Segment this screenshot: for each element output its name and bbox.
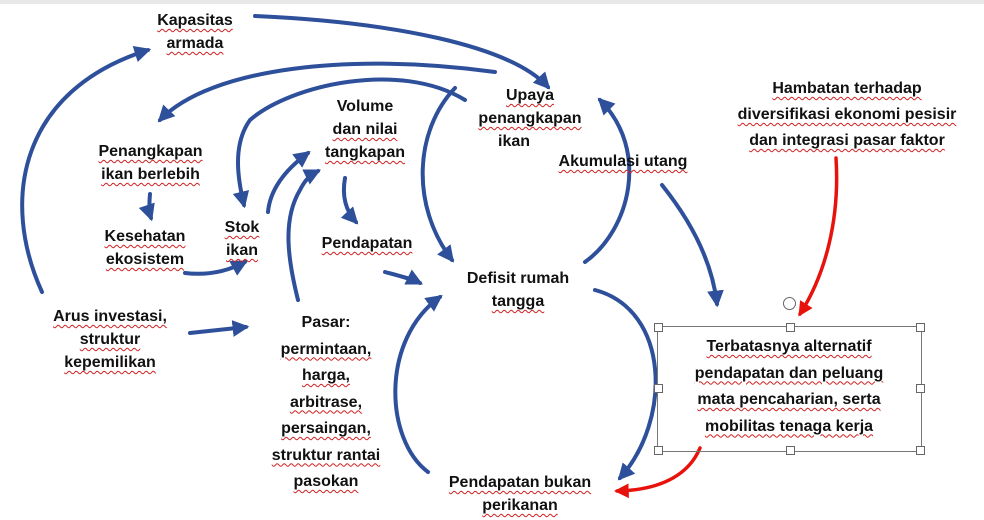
resize-handle-w[interactable] — [654, 384, 663, 393]
node-upaya-penangkapan-ikan: Upaya penangkapan ikan — [478, 87, 582, 150]
arrow-pendapatan-bukan-to-defisit — [393, 295, 443, 474]
node-penangkapan-ikan-berlebih: Penangkapan ikan berlebih — [98, 143, 203, 183]
arrow-hambatan-to-terbatas — [798, 156, 839, 317]
resize-handle-sw[interactable] — [654, 446, 663, 455]
arrow-upaya-to-penangkapan — [157, 61, 497, 123]
arrow-stok-to-volume — [266, 151, 311, 214]
arrow-upaya-to-stok — [232, 77, 467, 209]
rotate-handle-icon[interactable] — [783, 297, 796, 310]
arrow-kapasitas-to-upaya — [253, 14, 551, 90]
arrow-pendapatan-to-defisit — [383, 269, 424, 285]
resize-handle-nw[interactable] — [654, 323, 663, 332]
resize-handle-ne[interactable] — [916, 323, 925, 332]
node-defisit-rumah-tangga: Defisit rumah tangga — [466, 270, 570, 310]
node-kesehatan-ekosistem: Kesehatan ekosistem — [104, 228, 186, 268]
arrow-pasar-to-volume — [286, 169, 322, 302]
resize-handle-s[interactable] — [786, 446, 795, 455]
node-arus-investasi: Arus investasi, struktur kepemilikan — [53, 308, 167, 371]
node-pendapatan-bukan-perikanan: Pendapatan bukan perikanan — [448, 474, 592, 514]
node-stok-ikan: Stok ikan — [224, 219, 260, 259]
node-terbatasnya-alternatif[interactable]: Terbatasnya alternatif pendapatan dan pe… — [694, 338, 884, 435]
node-pasar: Pasar: permintaan, harga, arbitrase, per… — [271, 314, 381, 490]
resize-handle-se[interactable] — [916, 446, 925, 455]
arrow-upaya-to-defisit — [420, 86, 457, 263]
node-volume-nilai-tangkapan: Volume dan nilai tangkapan — [324, 98, 405, 161]
arrow-arus-to-pasar — [188, 320, 250, 337]
arrow-arus-to-kapasitas — [20, 46, 152, 294]
window-top-border — [0, 0, 984, 4]
node-hambatan: Hambatan terhadap diversifikasi ekonomi … — [737, 80, 957, 149]
arrow-akumulasi-to-terbatas — [660, 183, 724, 308]
arrow-defisit-to-pendapatan-bukan — [593, 288, 658, 481]
node-pendapatan: Pendapatan — [321, 235, 413, 252]
arrow-defisit-to-akumulasi — [583, 97, 632, 264]
node-akumulasi-utang: Akumulasi utang — [558, 153, 688, 170]
arrow-volume-to-pendapatan — [340, 176, 359, 225]
arrow-terbatas-to-pendapatan-bukan — [614, 446, 702, 499]
resize-handle-n[interactable] — [786, 323, 795, 332]
arrow-kesehatan-to-stok — [183, 260, 248, 276]
resize-handle-e[interactable] — [916, 384, 925, 393]
node-kapasitas-armada: Kapasitas armada — [157, 12, 233, 52]
arrow-penangkapan-to-kesehatan — [138, 192, 155, 222]
